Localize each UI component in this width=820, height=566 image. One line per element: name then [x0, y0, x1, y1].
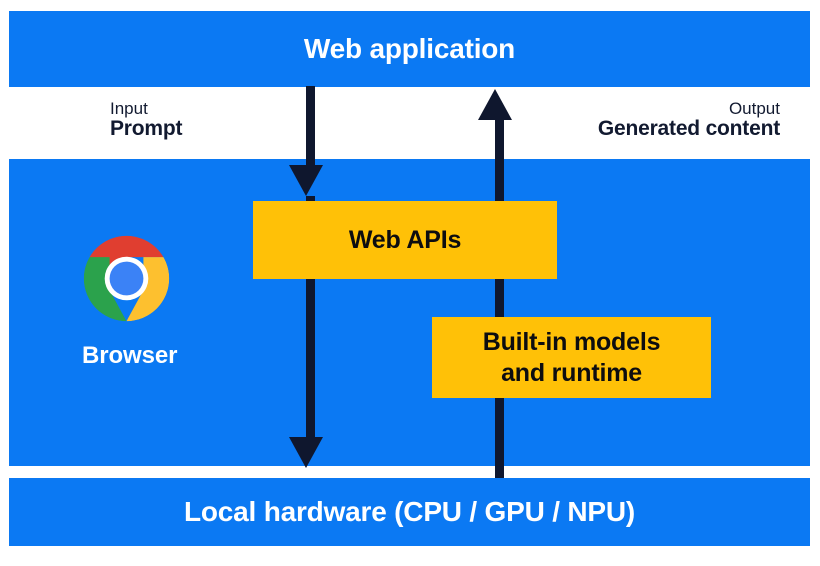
arrow-input-head-upper-icon [289, 165, 323, 196]
browser-group: Browser [82, 234, 178, 370]
band-web-application-label: Web application [303, 33, 516, 64]
arrow-input-head-lower-icon [289, 437, 323, 468]
flow-output-kind: Output [728, 99, 780, 118]
flow-label-input: Input Prompt [110, 99, 183, 141]
flow-output-value: Generated content [597, 117, 780, 141]
arrow-input-shaft-upper [306, 86, 315, 174]
flow-input-kind: Input [110, 99, 148, 118]
box-web-apis[interactable]: Web APIs [253, 201, 557, 279]
band-local-hardware: Local hardware (CPU / GPU / NPU) [9, 478, 810, 546]
box-builtin-models-label: Built-in models and runtime [482, 328, 661, 387]
band-local-hardware-label: Local hardware (CPU / GPU / NPU) [183, 496, 636, 527]
chrome-logo-icon [83, 235, 170, 322]
browser-caption: Browser [82, 342, 178, 369]
arrow-output-shaft [495, 120, 504, 478]
arrow-output-head-icon [478, 89, 512, 120]
arrow-input-shaft-lower [306, 196, 315, 439]
flow-label-output: Output Generated content [597, 99, 780, 141]
flow-input-value: Prompt [110, 117, 183, 141]
box-builtin-models[interactable]: Built-in models and runtime [432, 317, 711, 398]
band-web-application: Web application [9, 11, 810, 87]
